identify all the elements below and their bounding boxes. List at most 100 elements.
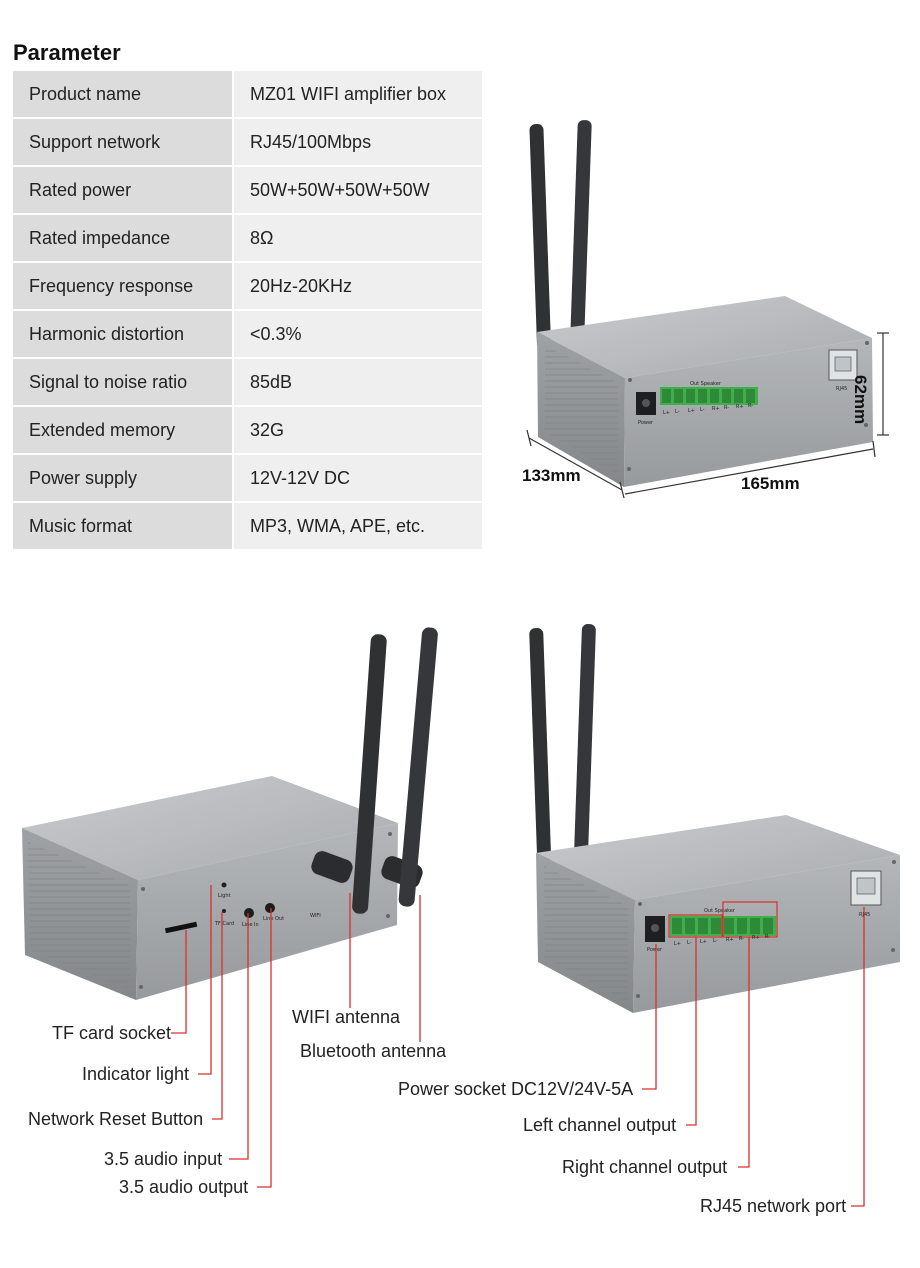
callout-audio-input: 3.5 audio input — [104, 1149, 223, 1169]
spec-key: Rated power — [13, 167, 234, 215]
pin-label: L- — [687, 940, 692, 946]
case-top — [22, 776, 398, 880]
callout-right-channel-output: Right channel output — [562, 1157, 728, 1177]
pin-label: R+ — [752, 935, 760, 941]
wifi-antenna — [311, 634, 387, 914]
rj45-port — [850, 870, 882, 906]
pin-label: L+ — [663, 410, 670, 416]
audio-in-jack — [244, 908, 254, 918]
pin-label: R- — [748, 403, 753, 409]
power-jack-hole — [651, 924, 659, 932]
spec-value: 12V-12V DC — [234, 455, 482, 503]
pin-label: L+ — [700, 939, 707, 945]
spec-row: Harmonic distortion<0.3% — [13, 311, 482, 359]
speaker-terminal-block — [660, 387, 758, 405]
antenna — [570, 120, 592, 336]
pin-label: L+ — [688, 408, 695, 414]
spec-key: Product name — [13, 71, 234, 119]
power-jack-hole — [642, 399, 650, 407]
depth-dimension-label: 133mm — [522, 466, 581, 485]
antenna — [529, 124, 551, 349]
callout-leader-lines — [171, 885, 865, 1207]
dimension-lines — [526, 332, 889, 499]
spec-key: Rated impedance — [13, 215, 234, 263]
spec-key: Power supply — [13, 455, 234, 503]
case-top — [537, 296, 872, 378]
device-top-view: Power Out Speaker L+ L- L+ L- R+ R- R+ R… — [526, 120, 889, 499]
case-front — [624, 338, 873, 487]
parameter-title: Parameter — [13, 40, 121, 65]
right-channel-highlight — [722, 901, 778, 938]
case-top — [536, 815, 900, 900]
terminal-pin-labels: L+ L- L+ L- R+ R- R+ R- — [674, 934, 770, 947]
out-speaker-label: Out Speaker — [704, 908, 736, 914]
audio-out-jack — [265, 903, 275, 913]
callout-wifi-antenna: WIFI antenna — [292, 1007, 401, 1027]
power-port-label: Power — [647, 947, 663, 953]
callout-audio-output: 3.5 audio output — [119, 1177, 249, 1197]
callout-power-socket: Power socket DC12V/24V-5A — [398, 1079, 634, 1099]
callout-rj45-network-port: RJ45 network port — [700, 1196, 847, 1216]
case-side-fins — [544, 866, 628, 1002]
light-label: Light — [218, 893, 231, 899]
callout-network-reset-button: Network Reset Button — [28, 1109, 204, 1129]
spec-key: Frequency response — [13, 263, 234, 311]
callout-indicator-light: Indicator light — [82, 1064, 190, 1084]
callout-left-channel-output: Left channel output — [523, 1115, 677, 1135]
rj45-label: RJ45 — [859, 912, 870, 918]
pin-label: L- — [675, 409, 680, 415]
tf-card-slot — [164, 921, 198, 934]
spec-value: 32G — [234, 407, 482, 455]
wifi-label: WIFI — [310, 913, 321, 919]
spec-key: Extended memory — [13, 407, 234, 455]
terminal-pin-labels: L+ L- L+ L- R+ R- R+ R- — [663, 403, 753, 416]
pin-label: R+ — [712, 406, 720, 412]
line-out-label: Line Out — [263, 916, 284, 922]
spec-value: RJ45/100Mbps — [234, 119, 482, 167]
antenna — [574, 624, 596, 859]
device-front-view: Light TF Card Line In Line Out WIFI — [22, 627, 438, 1000]
height-dimension-label: 62mm — [851, 375, 870, 425]
out-speaker-label: Out Speaker — [690, 381, 722, 387]
spec-value: MZ01 WIFI amplifier box — [234, 71, 482, 119]
line-in-label: Line In — [242, 922, 259, 928]
spec-value: MP3, WMA, APE, etc. — [234, 503, 482, 551]
spec-value: <0.3% — [234, 311, 482, 359]
reset-button — [222, 909, 226, 913]
pin-label: R- — [724, 405, 729, 411]
pin-label: R- — [739, 936, 744, 942]
spec-value: 85dB — [234, 359, 482, 407]
case-side-fins — [28, 842, 130, 990]
spec-key: Signal to noise ratio — [13, 359, 234, 407]
tf-card-label: TF Card — [214, 921, 234, 927]
pin-label: L- — [700, 407, 705, 413]
device-back-view: Power Out Speaker L+ L- L+ L- R+ R- R+ R… — [529, 624, 900, 1013]
callout-bluetooth-antenna: Bluetooth antenna — [300, 1041, 447, 1061]
pin-label: R- — [765, 934, 770, 940]
pin-label: L- — [713, 938, 718, 944]
case-side-fins — [545, 345, 618, 475]
antenna — [529, 628, 552, 868]
rj45-port-opening — [856, 877, 876, 895]
power-port-label: Power — [638, 420, 654, 426]
bluetooth-antenna — [381, 627, 438, 907]
rj45-port-opening — [834, 356, 852, 372]
spec-value: 8Ω — [234, 215, 482, 263]
pin-label: R+ — [726, 937, 734, 943]
indicator-light — [221, 882, 227, 888]
spec-key: Music format — [13, 503, 234, 551]
callout-tf-card-socket: TF card socket — [52, 1023, 172, 1043]
spec-value: 50W+50W+50W+50W — [234, 167, 482, 215]
spec-key: Support network — [13, 119, 234, 167]
spec-value: 20Hz-20KHz — [234, 263, 482, 311]
pin-label: L+ — [674, 941, 681, 947]
